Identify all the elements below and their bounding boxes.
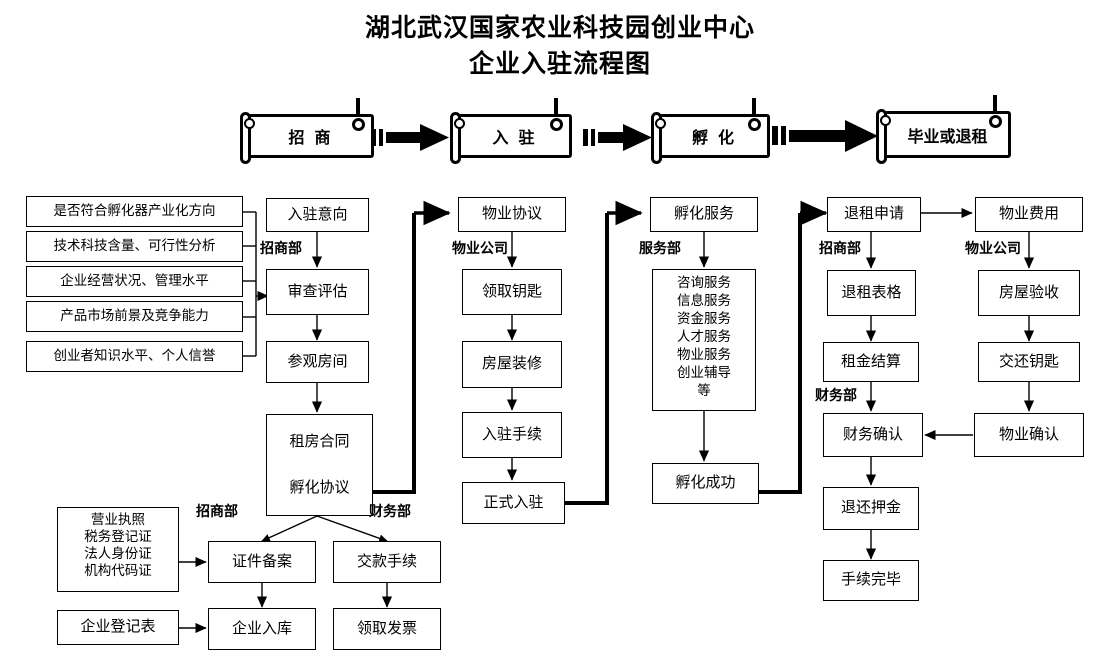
banner-eye-right-icon xyxy=(352,118,365,131)
criteria-box-1[interactable]: 是否符合孵化器产业化方向 xyxy=(26,196,243,227)
banner-eye-left-icon xyxy=(244,118,255,129)
banner-eye-right-icon xyxy=(989,115,1002,128)
node-procedures-done[interactable]: 手续完毕 xyxy=(823,560,919,601)
node-exit-form[interactable]: 退租表格 xyxy=(827,270,916,316)
banner-scroll-icon xyxy=(240,112,251,164)
node-service-list[interactable]: 咨询服务 信息服务 资金服务 人才服务 物业服务 创业辅导 等 xyxy=(652,269,756,411)
banner-scroll-icon xyxy=(450,112,461,164)
criteria-box-4[interactable]: 产品市场前景及竞争能力 xyxy=(26,301,243,332)
dept-label-finance-1: 财务部 xyxy=(815,387,857,403)
stage-arrow-3 xyxy=(772,120,878,152)
node-contract-line2: 孵化协议 xyxy=(289,479,350,496)
banner-eye-left-icon xyxy=(655,118,666,129)
dept-label-property-company-1: 物业公司 xyxy=(452,240,508,256)
banner-eye-left-icon xyxy=(880,115,891,126)
node-incubation-success[interactable]: 孵化成功 xyxy=(652,463,759,504)
node-renovation[interactable]: 房屋装修 xyxy=(462,341,562,388)
documents-arrows xyxy=(179,556,207,634)
banner-hook-icon xyxy=(752,98,756,116)
banner-hook-icon xyxy=(356,98,360,116)
bottom-chains xyxy=(256,583,393,608)
banner-eye-right-icon xyxy=(550,118,563,131)
node-intent[interactable]: 入驻意向 xyxy=(266,198,369,232)
criteria-box-2[interactable]: 技术科技含量、可行性分析 xyxy=(26,231,243,262)
stage-banner-2[interactable]: 入 驻 xyxy=(450,98,572,164)
node-incubation-service[interactable]: 孵化服务 xyxy=(650,197,758,232)
node-get-invoice[interactable]: 领取发票 xyxy=(333,608,441,650)
node-rent-settlement[interactable]: 租金结算 xyxy=(823,342,919,382)
banner-eye-right-icon xyxy=(748,118,761,131)
node-movein-procedures[interactable]: 入驻手续 xyxy=(462,412,562,458)
node-finance-confirm[interactable]: 财务确认 xyxy=(823,413,923,457)
node-property-agreement[interactable]: 物业协议 xyxy=(458,197,566,232)
page-title-line2: 企业入驻流程图 xyxy=(468,51,651,78)
node-property-fee[interactable]: 物业费用 xyxy=(975,197,1083,232)
dept-label-recruit-2: 招商部 xyxy=(819,240,861,256)
banner-eye-left-icon xyxy=(454,118,465,129)
node-document-filing[interactable]: 证件备案 xyxy=(208,541,316,583)
stage-arrow-2 xyxy=(583,124,652,151)
dept-label-property-company-2: 物业公司 xyxy=(965,240,1021,256)
stage-banner-1[interactable]: 招 商 xyxy=(240,98,374,164)
banner-hook-icon xyxy=(554,98,558,116)
stage-banner-3[interactable]: 孵 化 xyxy=(651,98,770,164)
node-return-keys[interactable]: 交还钥匙 xyxy=(978,342,1080,382)
node-property-confirm[interactable]: 物业确认 xyxy=(974,413,1084,457)
contract-to-property-connector xyxy=(373,200,451,494)
node-review[interactable]: 审查评估 xyxy=(266,269,369,315)
page-title-line1: 湖北武汉国家农业科技园创业中心 xyxy=(364,15,755,42)
banner-scroll-icon xyxy=(876,109,887,164)
dept-label-finance-2: 财务部 xyxy=(369,503,411,519)
stage-banner-4[interactable]: 毕业或退租 xyxy=(876,95,1011,164)
stage-label-2: 入 驻 xyxy=(458,114,572,158)
dept-label-service-dept: 服务部 xyxy=(639,240,681,256)
banner-hook-icon xyxy=(993,95,997,113)
node-registration-form[interactable]: 企业登记表 xyxy=(57,610,179,645)
node-deposit-return[interactable]: 退还押金 xyxy=(823,487,919,530)
node-enterprise-database[interactable]: 企业入库 xyxy=(208,608,316,650)
node-get-keys[interactable]: 领取钥匙 xyxy=(462,269,562,315)
movein-to-incubate-connector xyxy=(565,200,643,505)
criteria-box-3[interactable]: 企业经营状况、管理水平 xyxy=(26,266,243,297)
dept-label-recruit-3: 招商部 xyxy=(196,503,238,519)
node-official-movein[interactable]: 正式入驻 xyxy=(462,482,565,524)
banner-scroll-icon xyxy=(651,112,662,164)
node-contract[interactable]: 租房合同 孵化协议 xyxy=(266,414,373,516)
stage-arrow-1 xyxy=(371,124,449,151)
node-exit-apply[interactable]: 退租申请 xyxy=(827,197,921,232)
criteria-bracket xyxy=(243,211,269,357)
dept-label-recruit: 招商部 xyxy=(260,240,302,256)
node-contract-line1: 租房合同 xyxy=(289,433,350,450)
node-required-documents[interactable]: 营业执照 税务登记证 法人身份证 机构代码证 xyxy=(57,507,179,592)
criteria-box-5[interactable]: 创业者知识水平、个人信誉 xyxy=(26,341,243,372)
node-payment-procedure[interactable]: 交款手续 xyxy=(333,541,441,583)
node-visit[interactable]: 参观房间 xyxy=(266,341,369,383)
incubate-to-exit-connector xyxy=(759,200,828,494)
node-house-inspection[interactable]: 房屋验收 xyxy=(978,270,1080,316)
